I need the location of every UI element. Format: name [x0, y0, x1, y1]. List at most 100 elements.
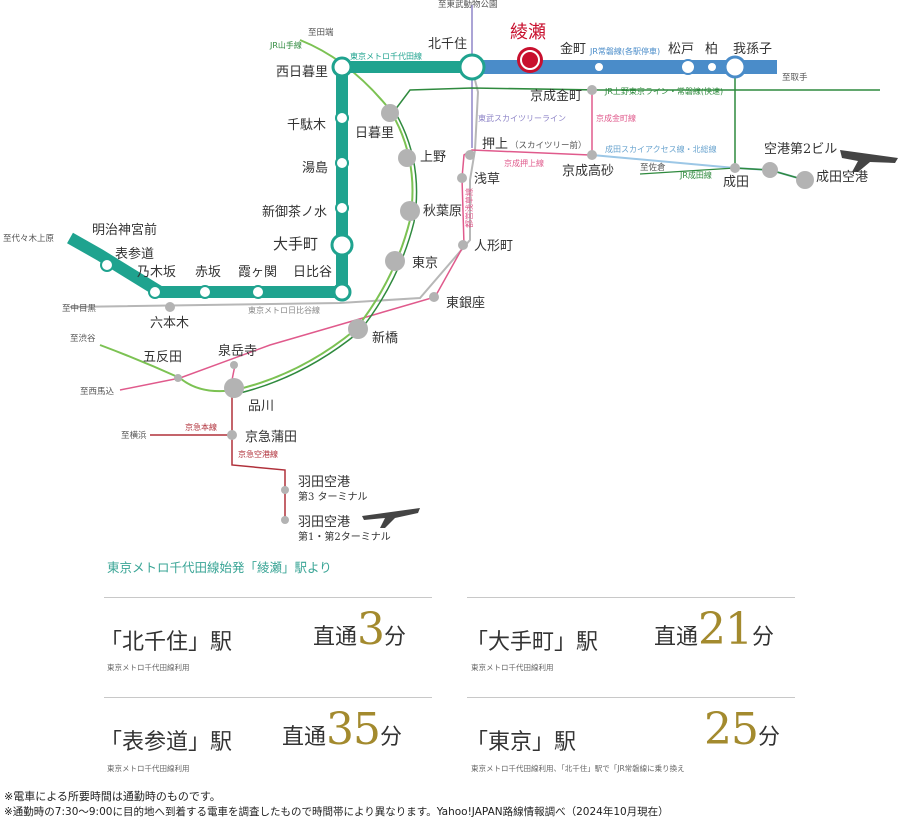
route-station: 「大手町」駅 [466, 630, 599, 655]
station-label: 成田空港 [816, 170, 868, 185]
joban-local-line [472, 60, 777, 74]
direction-label: 至中目黒 [62, 303, 97, 314]
station-label: 日比谷 [293, 265, 332, 280]
direction-label: 至渋谷 [70, 333, 96, 344]
station-label: 東銀座 [446, 295, 485, 311]
route-unit: 分 [758, 725, 781, 750]
station-label: 霞ヶ関 [238, 265, 277, 280]
line-label: 成田スカイアクセス線・北総線 [605, 144, 717, 154]
route-time: 直通21分 [654, 604, 774, 655]
route-prefix: 直通 [282, 725, 327, 750]
route-unit: 分 [384, 625, 407, 650]
station-label: 柏 [705, 42, 718, 57]
direction-label: 至取手 [782, 72, 808, 83]
station-label: 東京 [412, 255, 438, 271]
line-label: JR成田線 [679, 170, 712, 180]
station-label: 西日暮里 [276, 65, 328, 80]
station-label: 乃木坂 [137, 265, 176, 280]
route-minutes: 21 [698, 604, 753, 655]
station-label: 上野 [420, 150, 446, 165]
station-label: 羽田空港 [298, 515, 350, 530]
station-label: 綾瀬 [510, 22, 546, 43]
route-station: 「表参道」駅 [100, 730, 233, 755]
route-unit: 分 [380, 725, 403, 750]
route-time: 25分 [704, 704, 780, 755]
route-minutes: 3 [357, 604, 385, 655]
line-label: 東京メトロ千代田線 [350, 51, 422, 61]
route-time: 直通3分 [313, 604, 406, 655]
route-prefix: 直通 [654, 625, 699, 650]
route-minutes: 25 [704, 704, 759, 755]
station-label: 大手町 [273, 235, 318, 253]
divider [467, 597, 795, 598]
route-note: 東京メトロ千代田線利用 [107, 764, 190, 773]
station-label: 金町 [560, 41, 586, 57]
keikyu-airport-line [231, 435, 286, 520]
station-label: 日暮里 [355, 126, 394, 141]
kita-senju-marker [458, 53, 486, 81]
route-station: 「東京」駅 [466, 730, 577, 755]
station-label: 五反田 [143, 350, 182, 365]
station-label: 京成高砂 [562, 163, 614, 179]
divider [467, 697, 795, 698]
footnote: ※電車による所要時間は通勤時のものです。 [4, 790, 221, 803]
station-label-sub: （スカイツリー前） [510, 140, 587, 151]
station-label: 京急蒲田 [245, 430, 297, 445]
line-label: 京急本線 [185, 422, 217, 432]
route-minutes: 35 [326, 704, 381, 755]
station-label: 泉岳寺 [218, 343, 257, 359]
line-label: 京急空港線 [238, 449, 278, 459]
route-note: 東京メトロ千代田線利用 [471, 663, 554, 672]
route-station: 「北千住」駅 [100, 630, 233, 655]
direction-label: 至横浜 [121, 430, 147, 441]
station-label: 松戸 [668, 42, 694, 57]
station-label: 秋葉原 [423, 204, 462, 219]
line-label: 京成押上線 [504, 158, 544, 168]
station-label: 明治神宮前 [92, 222, 157, 238]
station-label: 成田 [723, 175, 749, 190]
origin-caption: 東京メトロ千代田線始発「綾瀬」駅より [107, 560, 332, 575]
station-label: 新御茶ノ水 [262, 204, 327, 220]
direction-label: 至田端 [308, 27, 334, 38]
station-label: 京成金町 [530, 88, 582, 104]
route-prefix: 直通 [313, 625, 358, 650]
route-note: 東京メトロ千代田線利用、「北千住」駅で「JR常磐線に乗り換え [471, 764, 685, 773]
station-label: 我孫子 [733, 42, 772, 57]
jr-narita-line [734, 78, 806, 181]
station-label: 六本木 [150, 316, 189, 331]
jr-narita-branch [639, 167, 736, 175]
station-label: 北千住 [428, 37, 467, 52]
direction-label: 至代々木上原 [3, 233, 54, 244]
airplane-icon [840, 150, 898, 172]
footnote: ※通勤時の7:30～9:00に目的地へ到着する電車を調査したもので時間帯により異… [4, 806, 669, 818]
line-label: JR山手線 [269, 40, 302, 50]
station-label: 千駄木 [287, 118, 326, 133]
hibiya-line [69, 67, 480, 308]
station-label: 赤坂 [195, 265, 221, 280]
station-label: 空港第2ビル [764, 142, 837, 157]
otemachi-marker [330, 233, 354, 257]
station-label: 品川 [248, 399, 274, 414]
station-label: 新橋 [372, 330, 398, 346]
direction-label: 至佐倉 [640, 162, 666, 173]
station-label-sub: 第3 ターミナル [298, 490, 368, 503]
direction-label: 至西馬込 [80, 386, 115, 397]
station-label-sub: 第1・第2ターミナル [298, 530, 391, 543]
station-label: 人形町 [474, 239, 513, 254]
ueno-tokyo-line [394, 87, 880, 111]
line-label: JR上野東京ライン・常磐線(快速) [604, 86, 723, 96]
divider [104, 597, 432, 598]
divider [104, 697, 432, 698]
yamanote-line [99, 39, 414, 393]
airplane-icon [362, 508, 420, 528]
line-label: 都営浅草線 [464, 188, 474, 228]
station-label: 浅草 [474, 172, 500, 187]
line-label: 京成金町線 [596, 113, 636, 123]
line-label: 東京メトロ日比谷線 [248, 305, 320, 315]
line-label: 東武スカイツリーライン [478, 113, 566, 123]
station-label: 羽田空港 [298, 475, 350, 490]
direction-label: 至東武動物公園 [438, 0, 498, 10]
route-unit: 分 [752, 625, 775, 650]
route-time: 直通35分 [282, 704, 402, 755]
station-label: 押上 [482, 137, 508, 152]
